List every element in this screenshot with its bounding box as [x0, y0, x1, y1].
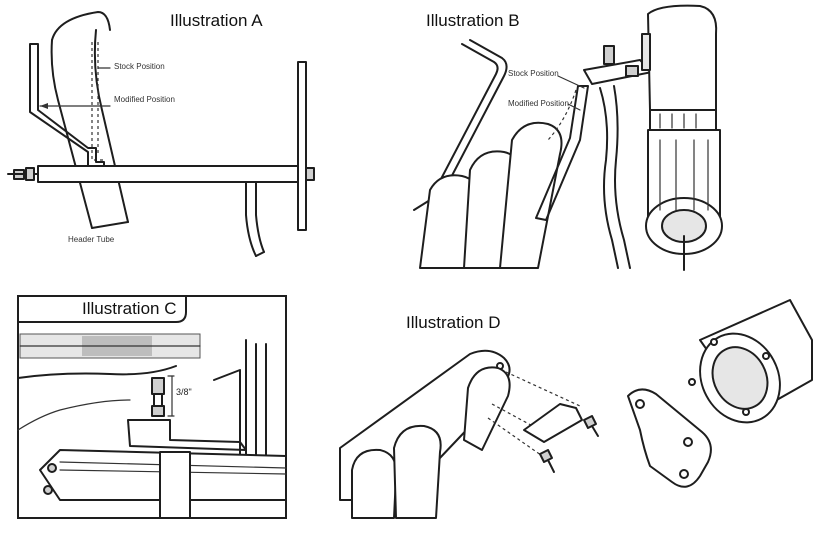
illustration-a-title: Illustration A	[170, 11, 263, 30]
starter-housing-b	[647, 4, 718, 111]
spacer-measurement-label: 3/8"	[176, 387, 192, 397]
header-tube-top-a	[51, 11, 111, 41]
illustration-b-title: Illustration B	[426, 11, 520, 30]
modified-position-label-a: Modified Position	[114, 95, 175, 104]
stock-position-label-a: Stock Position	[114, 62, 165, 71]
header-tube-label: Header Tube	[68, 235, 115, 244]
spacer-c	[151, 377, 165, 395]
header-tube-left-a	[50, 39, 93, 229]
bracket-b	[535, 85, 589, 221]
rod-a	[37, 165, 301, 183]
stock-position-label-b: Stock Position	[508, 69, 559, 78]
illustration-b-drawing	[413, 4, 723, 271]
header-tube-end-a	[91, 221, 129, 229]
modified-bracket-a	[29, 43, 105, 169]
illustration-c-drawing	[17, 295, 287, 519]
illustration-c-title: Illustration C	[82, 299, 177, 318]
stock-position-dashed-line	[91, 42, 104, 161]
small-bracket-d	[523, 403, 583, 443]
modified-position-label-b: Modified Position	[508, 99, 569, 108]
header-tube-right-a	[93, 29, 129, 223]
illustration-a-drawing	[7, 11, 315, 257]
illustration-d-title: Illustration D	[406, 313, 501, 332]
plate-right-a	[297, 61, 307, 231]
illustration-d-drawing	[339, 299, 813, 519]
mount-plate-d	[627, 388, 712, 488]
